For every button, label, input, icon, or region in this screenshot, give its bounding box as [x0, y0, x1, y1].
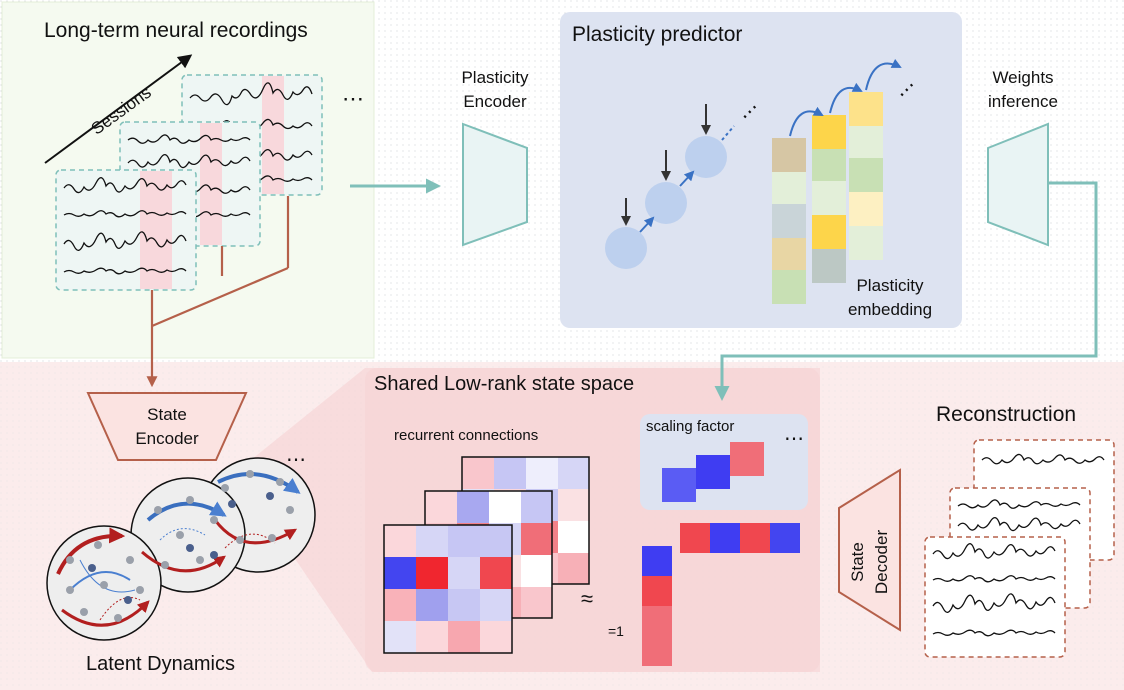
long-term-recordings-title: Long-term neural recordings	[44, 19, 308, 42]
plasticity-embedding	[772, 58, 902, 304]
recurrent-matrix-1	[383, 524, 513, 654]
plasticity-encoder-shape	[462, 122, 528, 247]
state-encoder-shape	[86, 392, 248, 461]
state-decoder-label: State Decoder	[848, 529, 891, 595]
plasticity-embedding-label: Plasticity embedding	[847, 276, 933, 319]
latent-ellipsis: ⋯	[286, 449, 306, 471]
latent-dynamics-graphs	[46, 457, 316, 641]
equals-one-label: =1	[608, 623, 624, 639]
weights-inference-label: Weights inference	[988, 68, 1058, 111]
row-factor	[680, 523, 800, 553]
brown-flow-lines	[146, 196, 290, 388]
plasticity-predictor-title: Plasticity predictor	[572, 23, 743, 46]
shared-state-space-title: Shared Low-rank state space	[374, 373, 635, 395]
sessions-arrow	[44, 54, 193, 164]
state-encoder-label: State Encoder	[135, 405, 199, 448]
recording-session-1	[55, 169, 197, 291]
scaling-factor-blocks	[662, 442, 764, 502]
scaling-ellipsis: ⋯	[784, 428, 804, 450]
reconstruction-1	[924, 536, 1066, 658]
column-factor	[642, 546, 672, 666]
teal-arrow-to-scaling	[714, 181, 1098, 401]
latent-dynamics-title: Latent Dynamics	[86, 653, 235, 675]
recurrent-connections-label: recurrent connections	[394, 427, 539, 444]
plasticity-encoder-label: Plasticity Encoder	[461, 68, 529, 111]
approx-symbol: ≈	[581, 586, 594, 611]
reconstruction-title: Reconstruction	[936, 403, 1077, 426]
sessions-ellipsis: ⋯	[342, 86, 364, 111]
state-decoder-shape	[838, 468, 901, 632]
scaling-factor-label: scaling factor	[646, 418, 735, 435]
weights-inference-shape	[987, 122, 1049, 247]
plasticity-chain	[605, 104, 735, 269]
